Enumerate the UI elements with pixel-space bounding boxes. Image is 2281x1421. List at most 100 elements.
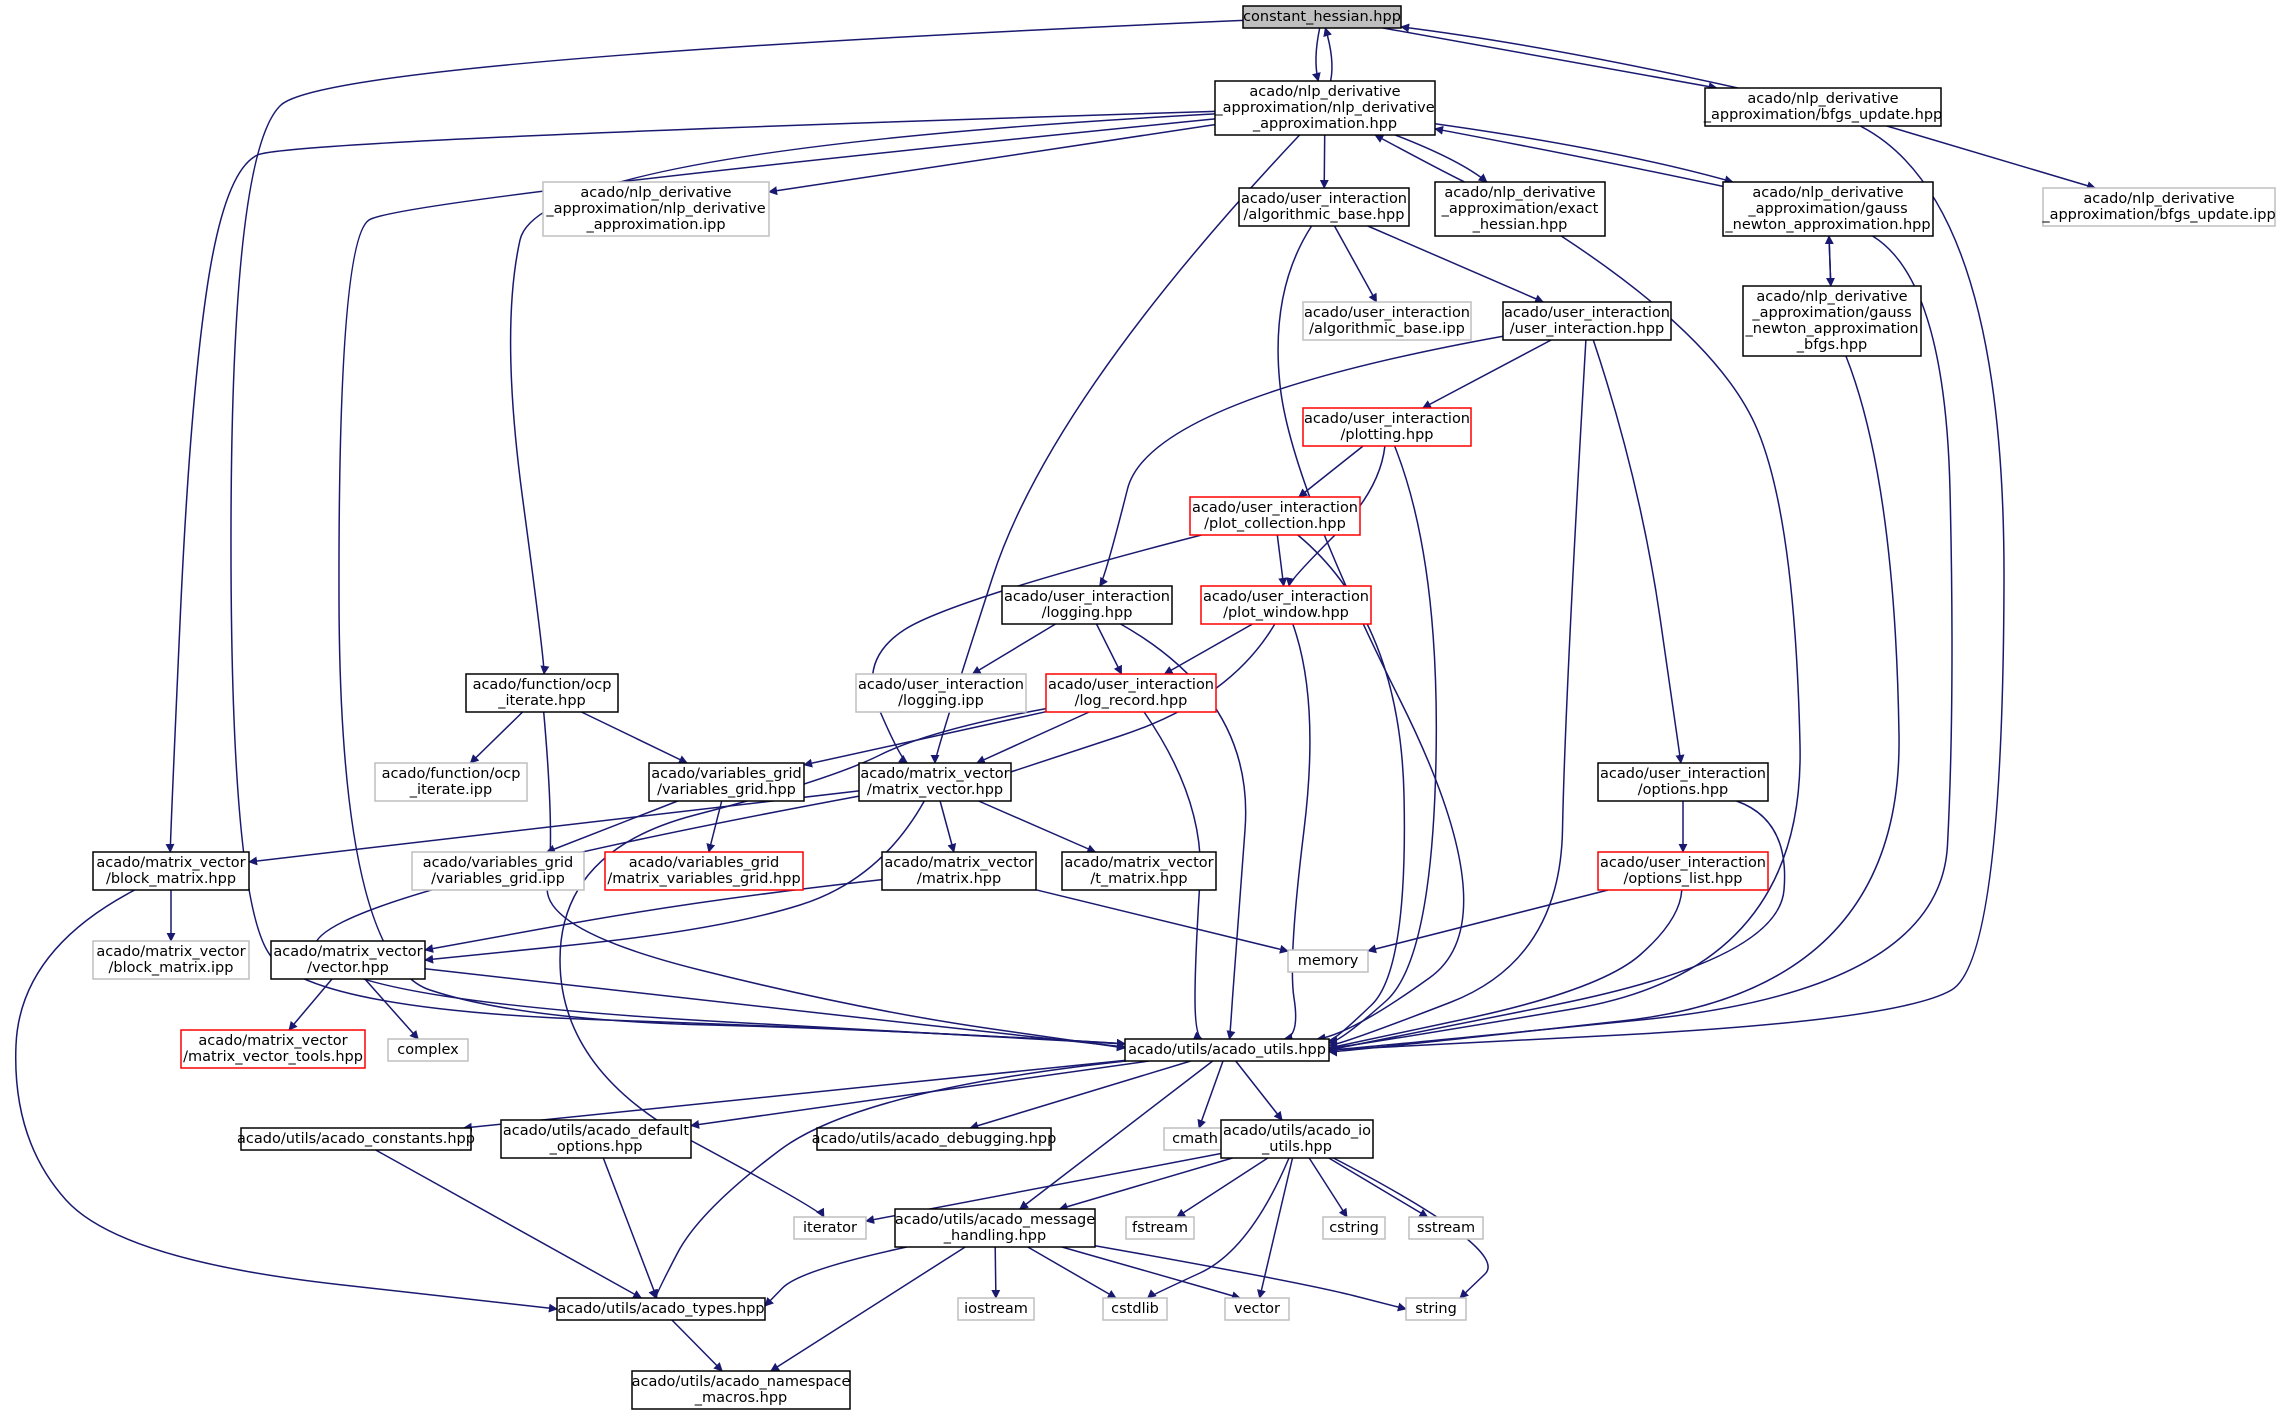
node-box	[1405, 1297, 1467, 1321]
edge-nlp-hpp-to-exact-hpp	[1394, 134, 1488, 183]
node-label-line: cstdlib	[1111, 1301, 1159, 1317]
node-exact-hpp[interactable]: acado/nlp_derivative_approximation/exact…	[1434, 181, 1606, 237]
node-label-line: /matrix_vector.hpp	[867, 782, 1003, 798]
node-label-line: acado/utils/acado_message	[895, 1212, 1095, 1228]
node-label-line: _iterate.ipp	[409, 782, 492, 798]
edge-utils-to-debug	[969, 1060, 1192, 1130]
node-gauss-hpp[interactable]: acado/nlp_derivative_approximation/gauss…	[1722, 181, 1934, 237]
node-logrec[interactable]: acado/user_interaction/log_record.hpp	[1045, 673, 1217, 713]
edge-nlp-hpp-to-block-hpp	[165, 110, 1216, 853]
node-defopt[interactable]: acado/utils/acado_default_options.hpp	[500, 1119, 692, 1159]
edge-io-to-cstring	[1308, 1157, 1348, 1218]
node-block-hpp[interactable]: acado/matrix_vector/block_matrix.hpp	[92, 851, 250, 891]
node-label-line: acado/nlp_derivative	[1249, 84, 1400, 100]
node-box	[1242, 5, 1402, 29]
node-box	[387, 1038, 469, 1062]
node-io[interactable]: acado/utils/acado_io_utils.hpp	[1220, 1119, 1374, 1159]
node-label-line: _approximation/gauss	[1751, 305, 1911, 321]
node-logging-hpp[interactable]: acado/user_interaction/logging.hpp	[1001, 585, 1173, 625]
node-label-line: fstream	[1132, 1220, 1188, 1236]
edge-msg-to-vector	[1061, 1246, 1241, 1301]
node-mvtools[interactable]: acado/matrix_vector/matrix_vector_tools.…	[180, 1029, 366, 1069]
node-plotting[interactable]: acado/user_interaction/plotting.hpp	[1302, 407, 1472, 447]
node-label-line: cmath	[1172, 1131, 1218, 1147]
node-label-line: acado/nlp_derivative	[1752, 185, 1903, 201]
edge-msg-to-ns	[770, 1246, 966, 1372]
node-label-line: acado/user_interaction	[1600, 766, 1766, 782]
node-opt-hpp[interactable]: acado/user_interaction/options.hpp	[1597, 762, 1769, 802]
node-root[interactable]: constant_hessian.hpp	[1242, 5, 1402, 29]
node-consts[interactable]: acado/utils/acado_constants.hpp	[237, 1127, 475, 1151]
node-vg-ipp: acado/variables_grid/variables_grid.ipp	[411, 851, 585, 891]
edge-consts-to-types	[375, 1149, 643, 1299]
node-alg-ipp: acado/user_interaction/algorithmic_base.…	[1302, 301, 1472, 341]
edge-root-to-nlp-hpp	[1311, 27, 1321, 82]
node-box	[374, 762, 528, 802]
node-label-line: cstring	[1329, 1220, 1379, 1236]
edge-io-to-sstream	[1328, 1157, 1429, 1218]
edge-exact-hpp-to-nlp-hpp	[1374, 134, 1465, 183]
node-box	[1722, 181, 1934, 237]
node-label-line: acado/user_interaction	[1203, 589, 1369, 605]
node-box	[1302, 301, 1472, 341]
node-label-line: acado/nlp_derivative	[1756, 289, 1907, 305]
node-label-line: sstream	[1417, 1220, 1475, 1236]
node-debug[interactable]: acado/utils/acado_debugging.hpp	[812, 1127, 1057, 1151]
edge-types-to-ns	[671, 1319, 723, 1372]
node-plotwin[interactable]: acado/user_interaction/plot_window.hpp	[1200, 585, 1372, 625]
edge-utils-to-types	[648, 1060, 1127, 1299]
node-gaussb-hpp[interactable]: acado/nlp_derivative_approximation/gauss…	[1742, 285, 1922, 357]
node-label-line: _approximation.hpp	[1252, 116, 1397, 132]
node-label-line: acado/matrix_vector	[273, 944, 422, 960]
node-alg-hpp[interactable]: acado/user_interaction/algorithmic_base.…	[1238, 187, 1410, 227]
file-nodes: constant_hessian.hpp acado/nlp_derivative…	[92, 5, 2276, 1410]
edge-nlp-hpp-to-mv-hpp	[930, 134, 1301, 764]
node-box	[1224, 1297, 1290, 1321]
node-label-line: _handling.hpp	[943, 1228, 1046, 1244]
node-label-line: acado/matrix_vector	[884, 855, 1033, 871]
node-box	[465, 673, 619, 713]
node-label-line: acado/utils/acado_constants.hpp	[237, 1131, 475, 1147]
node-label-line: _macros.hpp	[694, 1390, 788, 1406]
edge-vector-hpp-to-complex	[364, 978, 419, 1040]
edge-gaussb-hpp-to-utils	[1328, 355, 1900, 1057]
edge-nlp-hpp-to-ocp-hpp	[509, 113, 1216, 675]
node-label-line: _approximation/nlp_derivative	[1214, 100, 1434, 116]
node-box	[1287, 949, 1369, 973]
node-box	[855, 673, 1027, 713]
node-tmatrix-hpp[interactable]: acado/matrix_vector/t_matrix.hpp	[1061, 851, 1217, 891]
node-box	[1220, 1119, 1374, 1159]
node-label-line: acado/user_interaction	[1600, 855, 1766, 871]
node-label-line: /block_matrix.hpp	[106, 871, 236, 887]
node-ocp-hpp[interactable]: acado/function/ocp_iterate.hpp	[465, 673, 619, 713]
node-utils[interactable]: acado/utils/acado_utils.hpp	[1124, 1038, 1330, 1062]
node-vg-hpp[interactable]: acado/variables_grid/variables_grid.hpp	[648, 762, 805, 802]
node-mv-hpp[interactable]: acado/matrix_vector/matrix_vector.hpp	[858, 762, 1012, 802]
edge-nlp-hpp-to-nlp-ipp	[768, 123, 1216, 196]
node-box	[1124, 1038, 1330, 1062]
node-box	[1214, 80, 1436, 136]
node-label-line: acado/function/ocp	[382, 766, 521, 782]
node-ui-hpp[interactable]: acado/user_interaction/user_interaction.…	[1502, 301, 1672, 341]
edge-nlp-hpp-to-alg-hpp	[1319, 134, 1329, 189]
node-mvg-hpp[interactable]: acado/variables_grid/matrix_variables_gr…	[604, 851, 804, 891]
node-ns[interactable]: acado/utils/acado_namespace_macros.hpp	[631, 1370, 851, 1410]
node-msg[interactable]: acado/utils/acado_message_handling.hpp	[894, 1208, 1096, 1248]
node-matrix-hpp[interactable]: acado/matrix_vector/matrix.hpp	[881, 851, 1037, 891]
edge-plotwin-to-logrec	[1163, 623, 1253, 675]
node-types[interactable]: acado/utils/acado_types.hpp	[556, 1297, 766, 1321]
node-optlist[interactable]: acado/user_interaction/options_list.hpp	[1597, 851, 1769, 891]
edge-root-to-bfgs-hpp	[1382, 27, 1718, 92]
edge-bfgs-hpp-to-bfgs-ipp	[1886, 125, 2097, 191]
node-label-line: acado/utils/acado_namespace	[632, 1374, 851, 1390]
node-vector-hpp[interactable]: acado/matrix_vector/vector.hpp	[270, 940, 426, 980]
node-label-line: _approximation/exact	[1441, 201, 1599, 217]
node-nlp-hpp[interactable]: acado/nlp_derivative_approximation/nlp_d…	[1214, 80, 1436, 136]
node-cmath: cmath	[1163, 1127, 1227, 1151]
edge-vector-hpp-to-utils	[424, 968, 1126, 1051]
node-label-line: /matrix_vector_tools.hpp	[183, 1049, 363, 1065]
node-plotcoll[interactable]: acado/user_interaction/plot_collection.h…	[1189, 496, 1361, 536]
node-bfgs-hpp[interactable]: acado/nlp_derivative_approximation/bfgs_…	[1703, 87, 1943, 127]
node-label-line: _approximation/bfgs_update.hpp	[1703, 107, 1943, 123]
